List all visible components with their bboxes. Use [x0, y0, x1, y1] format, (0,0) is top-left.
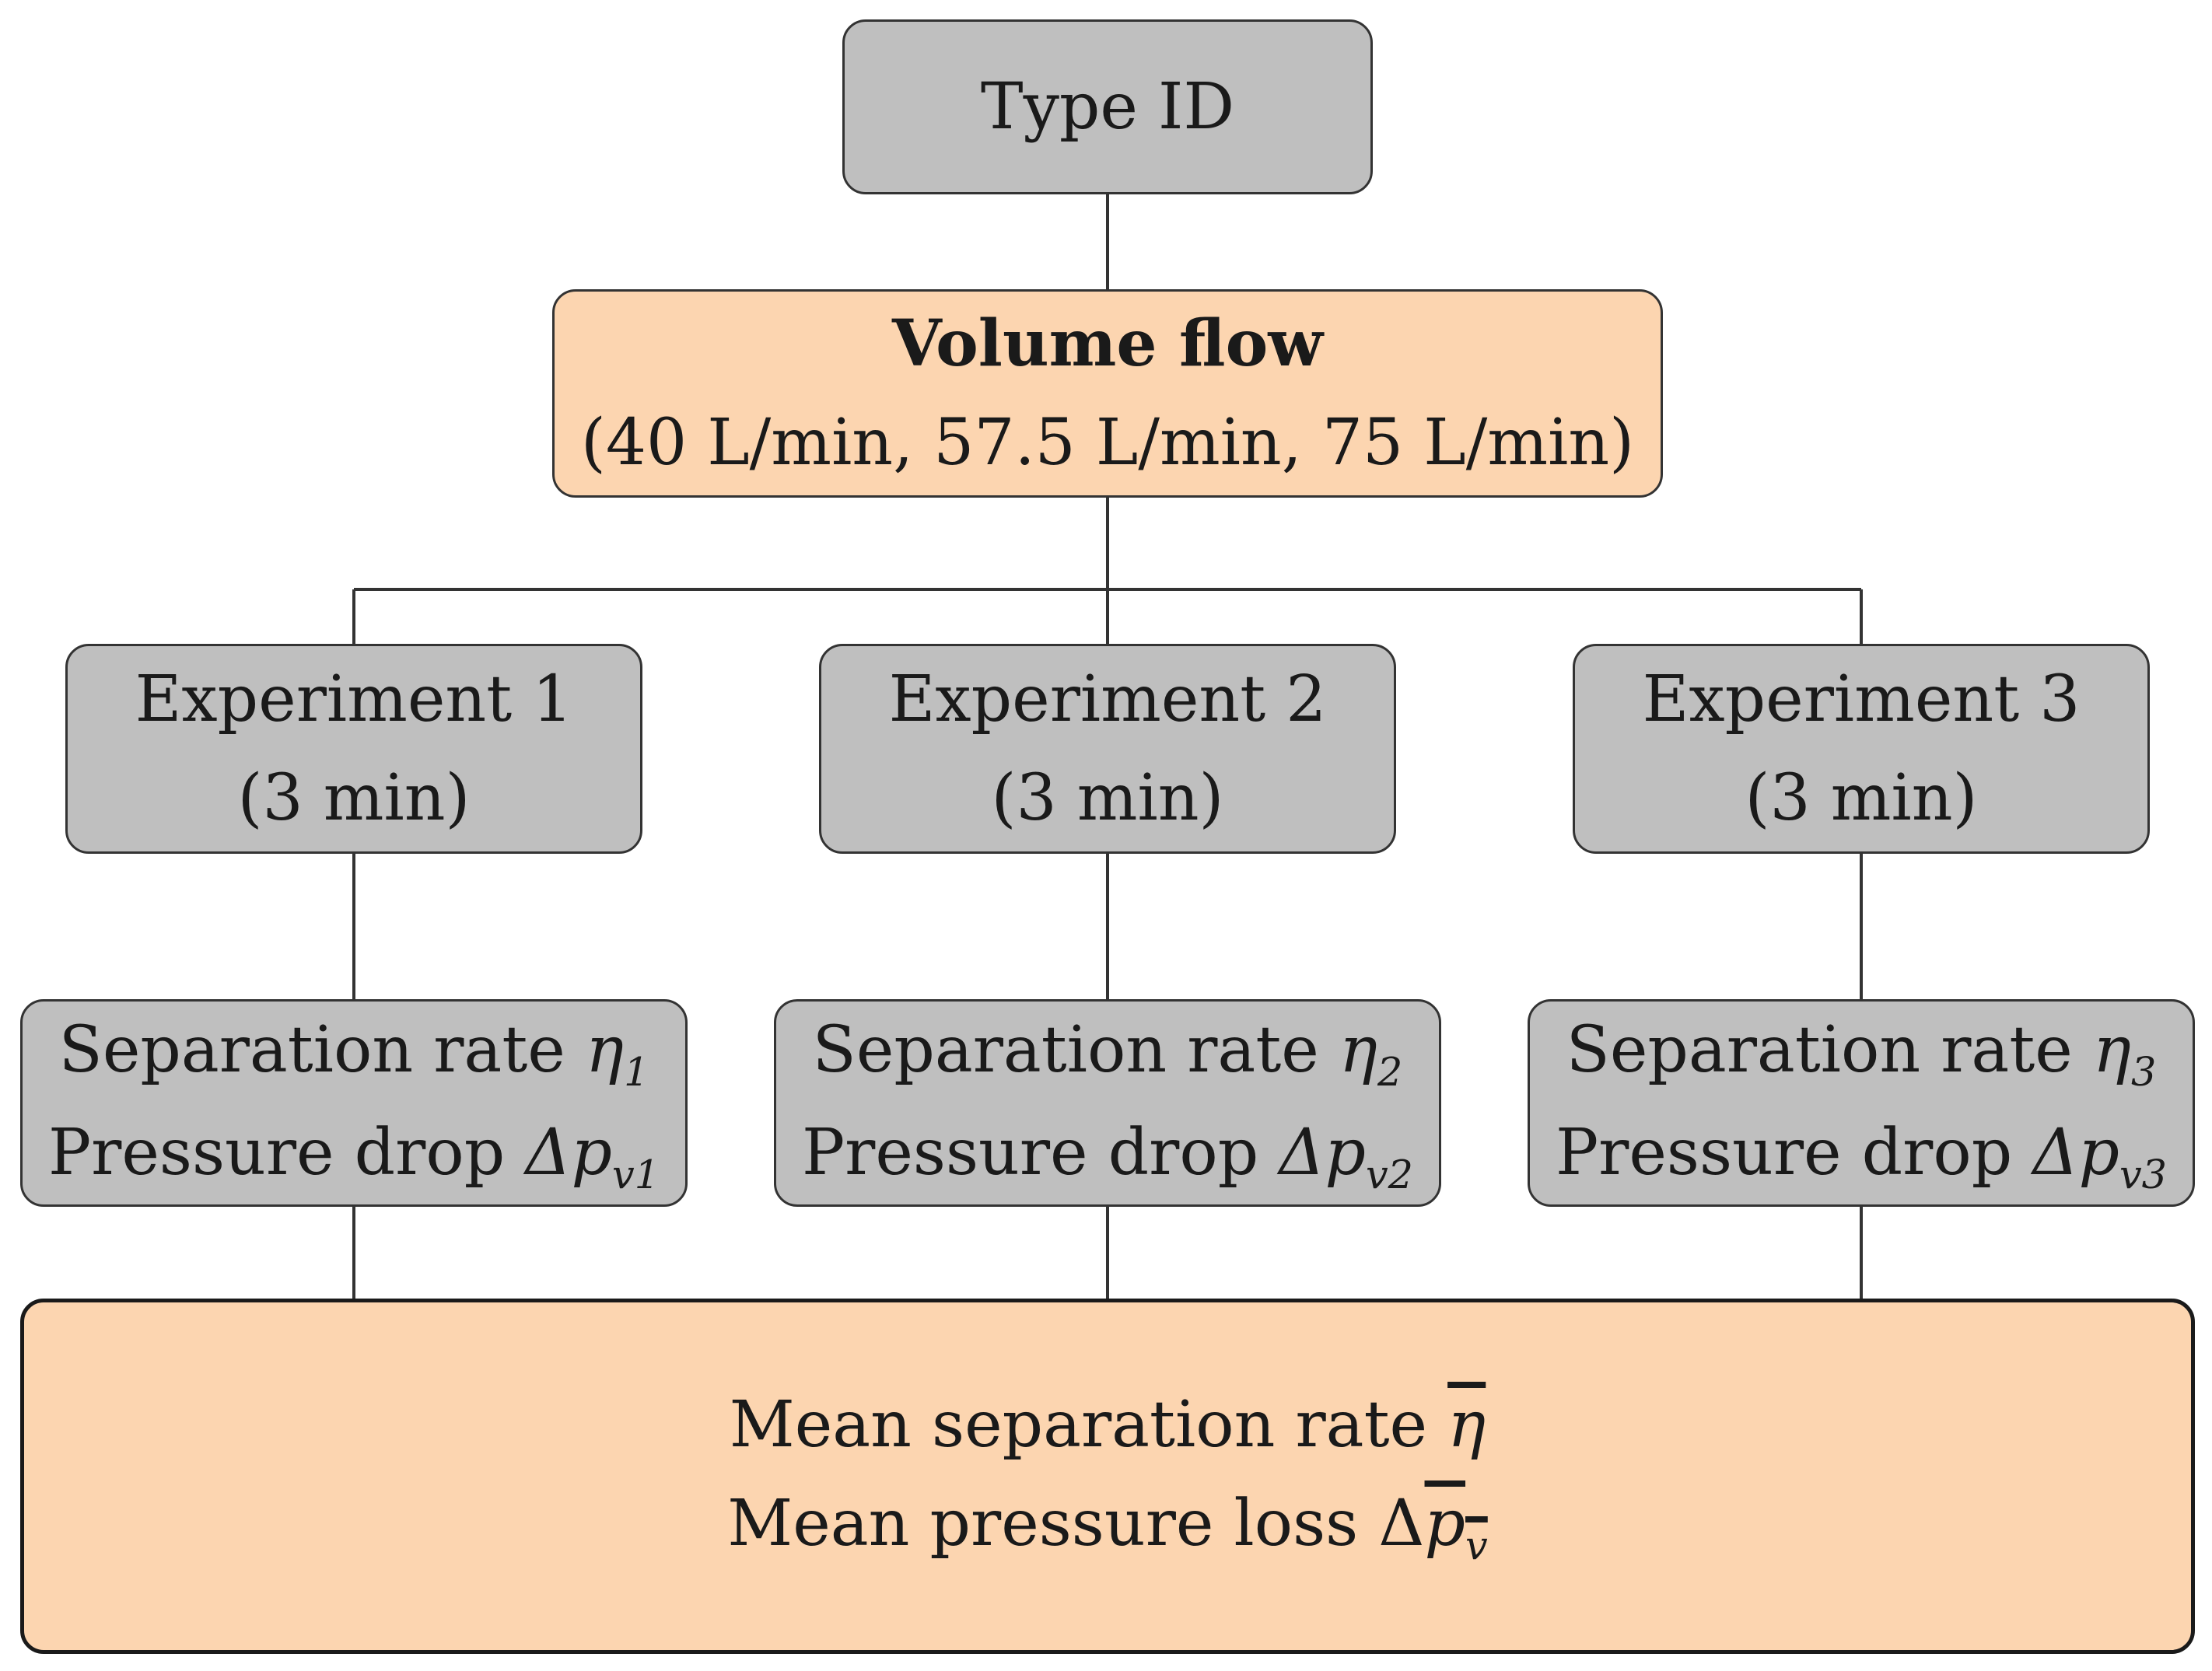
separation-rate-2: Separation rate η2 [812, 1012, 1403, 1095]
experiment-2-box: Experiment 2 (3 min) [819, 644, 1396, 854]
pressure-drop-1: Pressure drop Δpv1 [47, 1115, 660, 1197]
volume-flow-box: Volume flow (40 L/min, 57.5 L/min, 75 L/… [552, 289, 1663, 498]
separation-rate-1: Separation rate η1 [58, 1012, 649, 1095]
experiment-3-box: Experiment 3 (3 min) [1573, 644, 2150, 854]
pressure-drop-3: Pressure drop Δpv3 [1555, 1115, 2168, 1197]
experiment-2-label: Experiment 2 [888, 662, 1327, 736]
results-1-box: Separation rate η1 Pressure drop Δpv1 [20, 999, 688, 1207]
experiment-3-label: Experiment 3 [1642, 662, 2081, 736]
pressure-drop-2: Pressure drop Δpv2 [801, 1115, 1414, 1197]
mean-pressure-loss: Mean pressure loss Δpv [727, 1487, 1488, 1569]
experiment-3-duration: (3 min) [1745, 761, 1978, 835]
results-2-box: Separation rate η2 Pressure drop Δpv2 [774, 999, 1441, 1207]
experiment-2-duration: (3 min) [991, 761, 1224, 835]
separation-rate-3: Separation rate η3 [1566, 1012, 2157, 1095]
experiment-1-box: Experiment 1 (3 min) [65, 644, 642, 854]
mean-separation-rate: Mean separation rate η [729, 1388, 1486, 1463]
experiment-1-duration: (3 min) [237, 761, 471, 835]
volume-flow-title: Volume flow [892, 306, 1323, 381]
volume-flow-values: (40 L/min, 57.5 L/min, 75 L/min) [580, 406, 1635, 480]
type-id-label: Type ID [980, 69, 1235, 144]
experiment-1-label: Experiment 1 [135, 662, 573, 736]
type-id-box: Type ID [842, 19, 1373, 194]
mean-results-box: Mean separation rate η Mean pressure los… [20, 1299, 2195, 1654]
results-3-box: Separation rate η3 Pressure drop Δpv3 [1528, 999, 2195, 1207]
